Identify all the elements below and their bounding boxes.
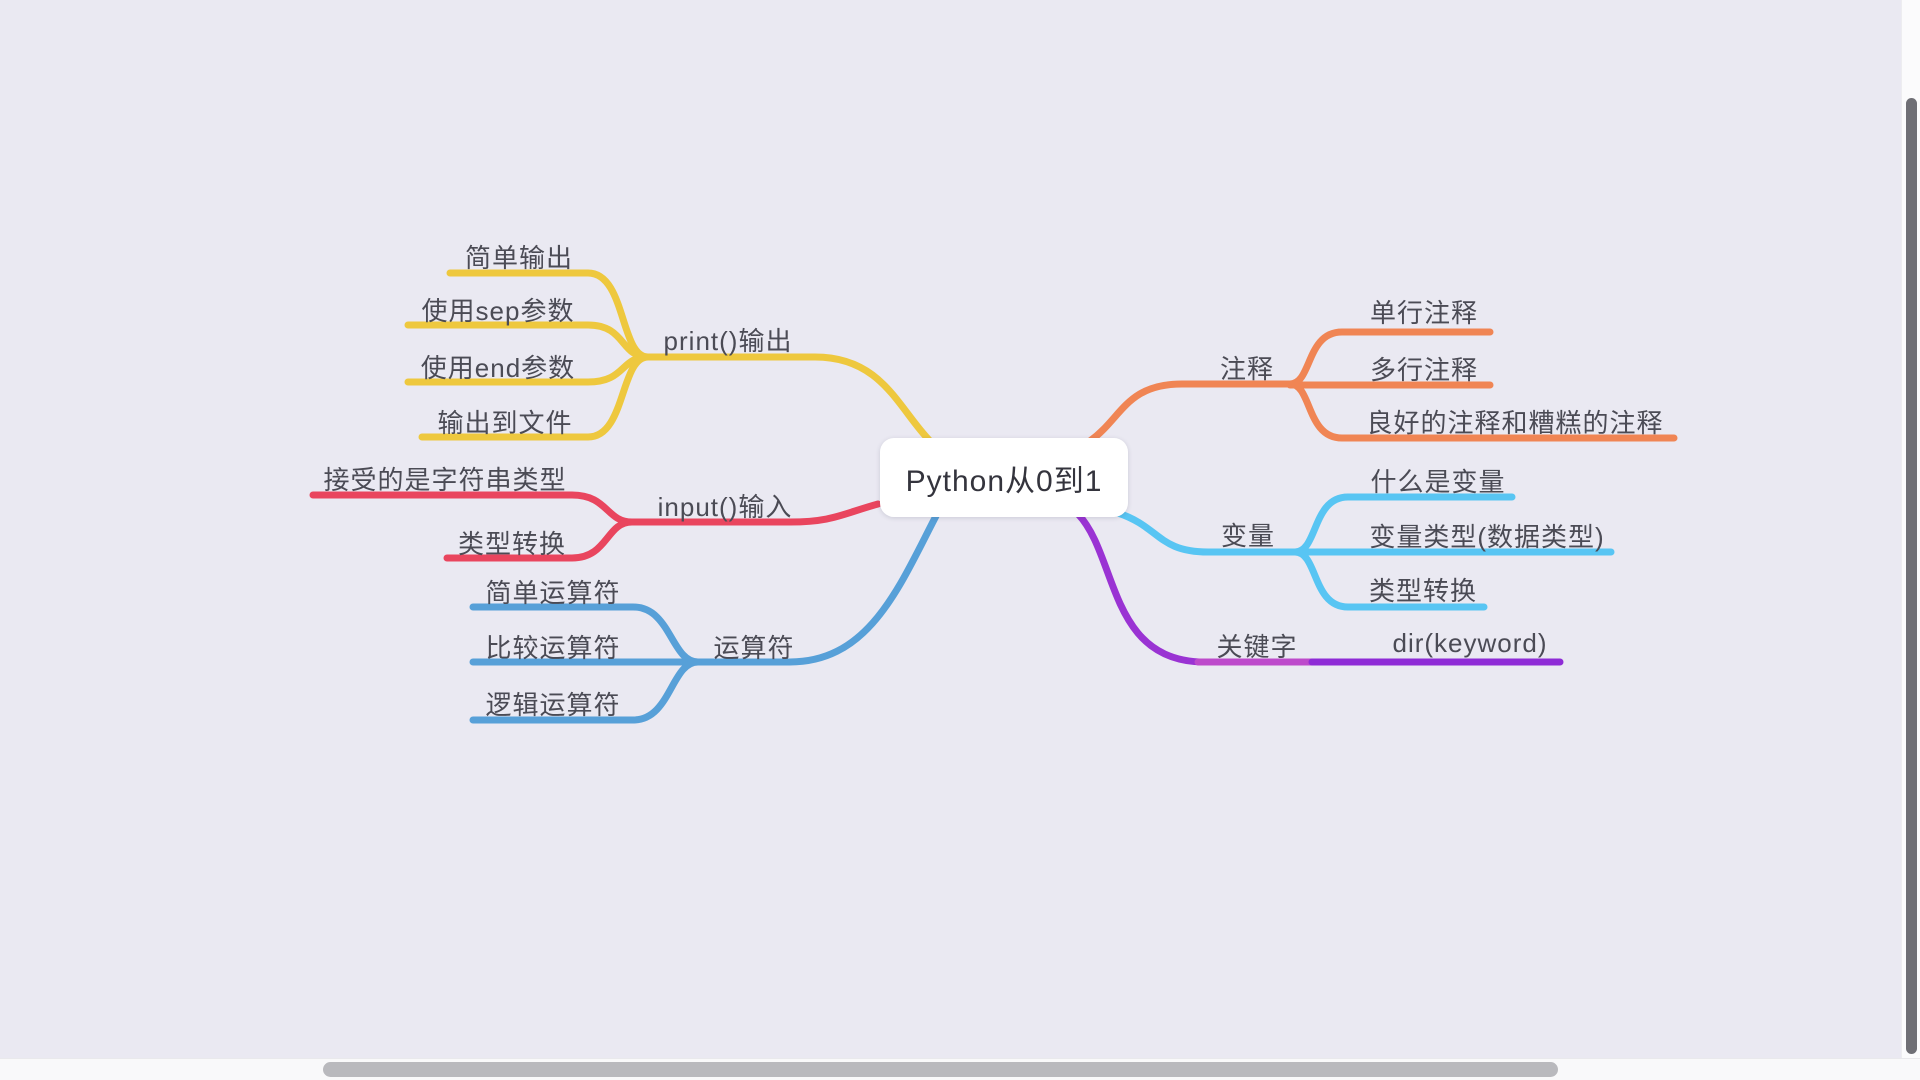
branch-line-print-output bbox=[644, 353, 934, 445]
subtopic-comment-good-bad[interactable]: 良好的注释和糟糕的注释 bbox=[1366, 408, 1664, 438]
branch-line-var-type-convert bbox=[1291, 548, 1488, 611]
branch-line-input bbox=[628, 500, 882, 526]
branch-line-comments bbox=[1086, 380, 1294, 445]
subtopic-print-simple-output[interactable]: 简单输出 bbox=[464, 243, 574, 273]
subtopic-op-compare[interactable]: 比较运算符 bbox=[485, 633, 621, 663]
subtopic-op-logic[interactable]: 逻辑运算符 bbox=[485, 690, 621, 720]
subtopic-print-to-file[interactable]: 输出到文件 bbox=[437, 408, 573, 438]
horizontal-scrollbar-thumb[interactable] bbox=[323, 1062, 1558, 1077]
subtopic-kw-dir[interactable]: dir(keyword) bbox=[1392, 628, 1548, 658]
branch-line-input-type-convert bbox=[443, 518, 636, 562]
topic-input[interactable]: input()输入 bbox=[657, 492, 793, 522]
subtopic-comment-multi[interactable]: 多行注释 bbox=[1369, 355, 1479, 385]
branch-line-variables bbox=[1114, 509, 1299, 556]
subtopic-op-simple[interactable]: 简单运算符 bbox=[485, 578, 621, 608]
branch-line-keywords-curve bbox=[1074, 510, 1209, 666]
topic-print-output[interactable]: print()输出 bbox=[663, 326, 793, 356]
branch-line-print-to-file bbox=[418, 353, 652, 441]
branch-line-input-string-type bbox=[309, 491, 636, 526]
branch-line-operators bbox=[694, 512, 940, 666]
subtopic-var-type-convert[interactable]: 类型转换 bbox=[1368, 576, 1478, 606]
root-topic[interactable]: Python从0到1 bbox=[880, 438, 1128, 517]
topic-operators[interactable]: 运算符 bbox=[713, 633, 795, 663]
subtopic-input-string-type[interactable]: 接受的是字符串类型 bbox=[323, 465, 567, 495]
branch-line-comment-good-bad bbox=[1286, 380, 1678, 442]
subtopic-print-sep-param[interactable]: 使用sep参数 bbox=[421, 296, 575, 326]
vertical-scrollbar-thumb[interactable] bbox=[1906, 98, 1917, 1054]
subtopic-var-types[interactable]: 变量类型(数据类型) bbox=[1369, 522, 1605, 552]
branch-line-op-logic bbox=[469, 658, 702, 724]
topic-comments[interactable]: 注释 bbox=[1219, 354, 1275, 384]
subtopic-var-what-is[interactable]: 什么是变量 bbox=[1370, 467, 1506, 497]
topic-variables[interactable]: 变量 bbox=[1220, 521, 1276, 551]
topic-keywords[interactable]: 关键字 bbox=[1216, 632, 1298, 662]
subtopic-input-type-convert[interactable]: 类型转换 bbox=[457, 529, 567, 559]
subtopic-comment-single[interactable]: 单行注释 bbox=[1369, 298, 1479, 328]
subtopic-print-end-param[interactable]: 使用end参数 bbox=[420, 353, 576, 383]
